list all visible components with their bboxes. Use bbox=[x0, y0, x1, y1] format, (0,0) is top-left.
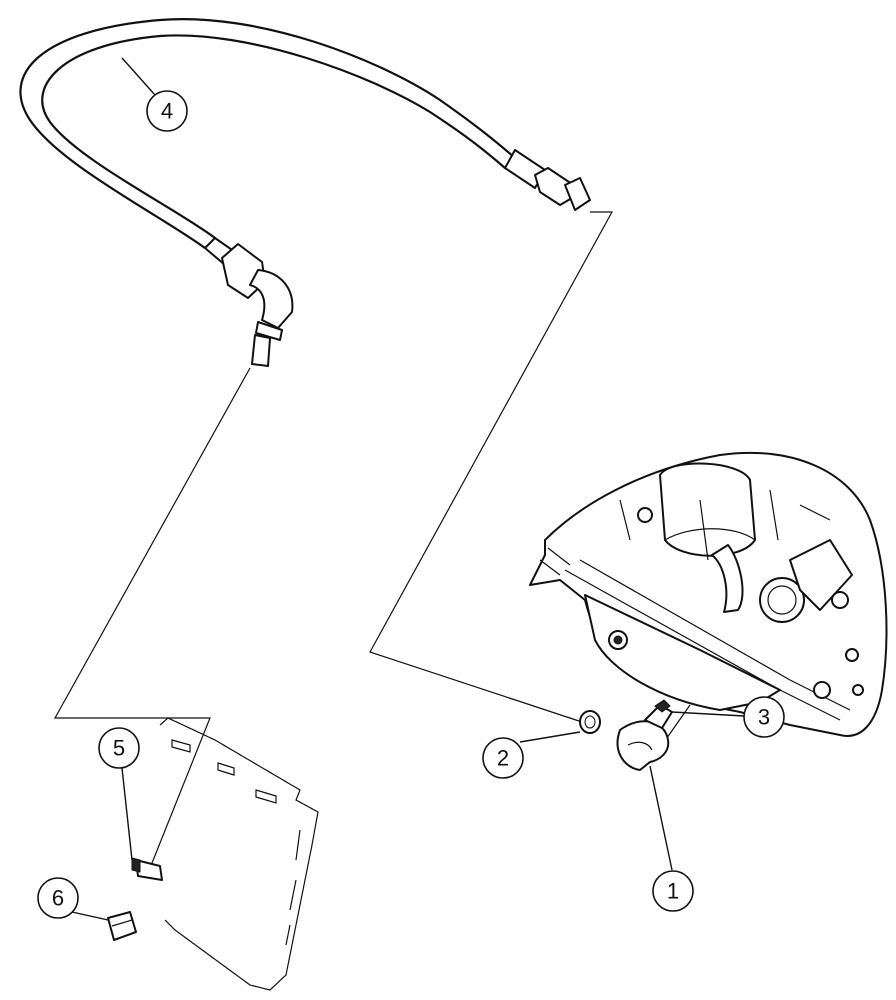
callout-2-label: 2 bbox=[497, 746, 509, 771]
part-2-o-ring bbox=[579, 710, 601, 734]
callout-4: 4 bbox=[121, 57, 188, 132]
callout-3: 3 bbox=[671, 696, 785, 738]
callout-2: 2 bbox=[482, 731, 581, 779]
callout-6-label: 6 bbox=[52, 886, 64, 911]
hydraulic-hose bbox=[19, 18, 591, 367]
callout-5-label: 5 bbox=[113, 736, 125, 761]
callout-1: 1 bbox=[649, 765, 694, 912]
callout-6: 6 bbox=[37, 877, 109, 921]
callout-3-label: 3 bbox=[758, 705, 770, 730]
mounting-bracket bbox=[159, 717, 319, 991]
part-1-elbow-fitting bbox=[616, 699, 673, 771]
part-5-fitting bbox=[131, 857, 163, 881]
part-6-cap bbox=[107, 911, 137, 941]
hydraulic-tank-housing bbox=[529, 451, 888, 737]
callout-1-label: 1 bbox=[667, 879, 679, 904]
callout-4-label: 4 bbox=[161, 99, 173, 124]
callout-5: 5 bbox=[98, 727, 140, 861]
